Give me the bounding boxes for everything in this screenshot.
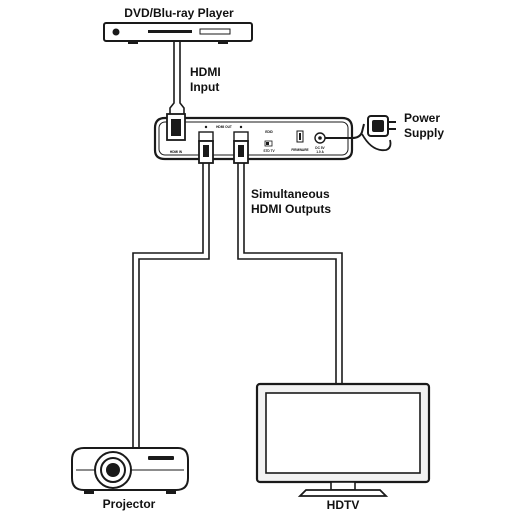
hdmi-input-label-1: HDMI [190, 65, 221, 79]
dvd-player-icon [103, 22, 253, 44]
hdtv-label: HDTV [327, 498, 360, 512]
panel-dc-label: DC 5V [315, 146, 325, 150]
panel-edid-label: EDID [265, 130, 273, 134]
projector-label: Projector [103, 497, 156, 511]
panel-hdmi-out-label: HDMI OUT [216, 125, 232, 129]
panel-firmware-label: FIRMWARE [291, 148, 308, 152]
power-label-2: Supply [404, 126, 444, 140]
source-label: DVD/Blu-ray Player [124, 6, 234, 20]
projector-icon [71, 447, 189, 494]
power-label-1: Power [404, 111, 440, 125]
outputs-label-1: Simultaneous [251, 187, 330, 201]
outputs-label-2: HDMI Outputs [251, 202, 331, 216]
hdmi-output-cable-projector [132, 140, 214, 450]
hdmi-output-cable-tv [233, 140, 343, 384]
panel-hdmi-in-label: HDMI IN [170, 150, 183, 154]
tv-icon [255, 382, 431, 497]
hdmi-input-cable [169, 40, 185, 116]
panel-edid-sub-label: STD TV [263, 149, 275, 153]
panel-dc-sub-label: 1.0 A [316, 150, 324, 154]
hdmi-input-label-2: Input [190, 80, 219, 94]
power-adapter-icon [325, 115, 396, 152]
